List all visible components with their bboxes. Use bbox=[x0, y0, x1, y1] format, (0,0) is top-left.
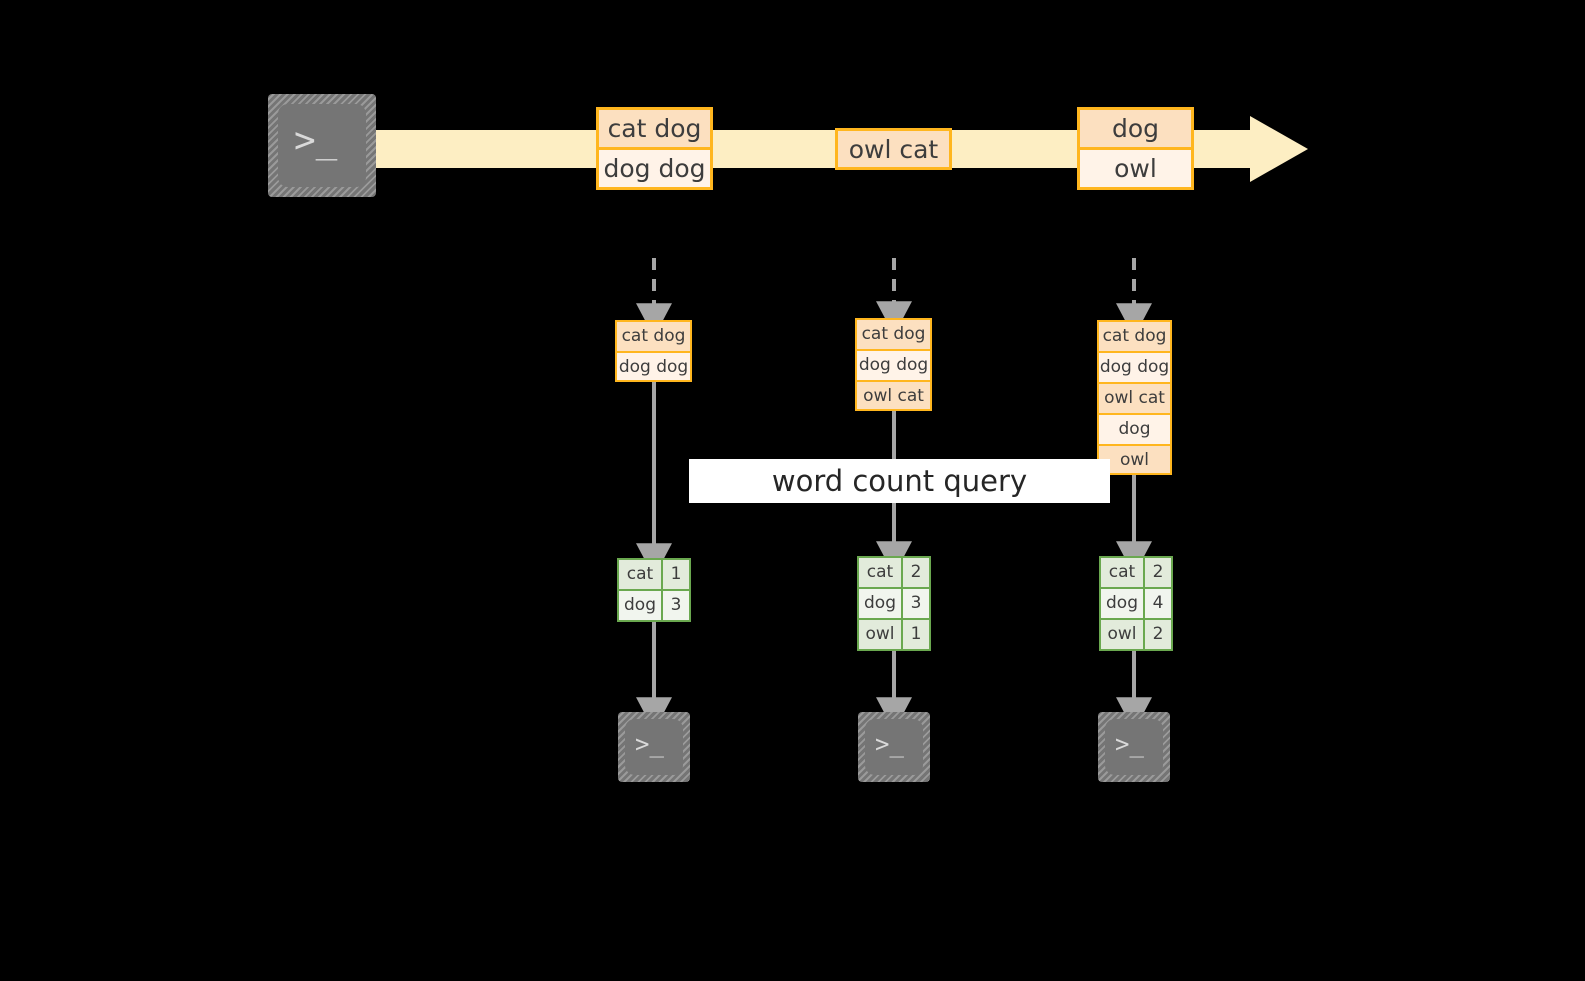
stream-line: owl cat bbox=[838, 131, 949, 167]
input-row: cat dog bbox=[1099, 322, 1170, 353]
count-cell: 2 bbox=[910, 562, 922, 582]
word-cell: dog bbox=[619, 591, 663, 620]
terminal-screen bbox=[278, 104, 366, 187]
input-row: owl cat bbox=[1099, 384, 1170, 415]
input-row: cat dog bbox=[617, 322, 690, 353]
stream-batch-1: cat dog dog dog bbox=[596, 107, 713, 190]
stream-line: dog bbox=[1080, 110, 1191, 150]
word-cell: owl bbox=[1101, 620, 1145, 649]
terminal-prompt-glyph: >_ bbox=[294, 120, 338, 161]
input-table-trigger-2: cat dog dog dog owl cat bbox=[855, 318, 932, 411]
input-row: dog dog bbox=[857, 351, 930, 382]
word-cell: dog bbox=[1101, 589, 1145, 618]
terminal-prompt-glyph: >_ bbox=[1115, 730, 1144, 758]
word-cell: dog bbox=[859, 589, 903, 618]
input-row: dog dog bbox=[1099, 353, 1170, 384]
terminal-prompt-glyph: >_ bbox=[875, 730, 904, 758]
input-row: dog bbox=[1099, 415, 1170, 446]
count-cell: 2 bbox=[1152, 562, 1164, 582]
input-row: owl bbox=[1099, 446, 1170, 473]
input-row: cat dog bbox=[857, 320, 930, 351]
count-cell: 1 bbox=[910, 624, 922, 644]
count-cell: 3 bbox=[670, 595, 682, 615]
terminal-screen bbox=[625, 719, 683, 775]
result-table-trigger-3: cat 2 dog 4 owl 2 bbox=[1099, 556, 1173, 651]
stream-line: dog dog bbox=[599, 150, 710, 187]
stream-arrow-head bbox=[1250, 116, 1308, 182]
table-row: dog 3 bbox=[619, 591, 689, 620]
table-row: cat 2 bbox=[1101, 558, 1171, 589]
sink-terminal-icon-1: >_ bbox=[618, 712, 690, 782]
input-row: dog dog bbox=[617, 353, 690, 380]
result-table-trigger-2: cat 2 dog 3 owl 1 bbox=[857, 556, 931, 651]
stream-batch-2: owl cat bbox=[835, 128, 952, 170]
word-cell: cat bbox=[1101, 558, 1145, 587]
stream-batch-3: dog owl bbox=[1077, 107, 1194, 190]
input-table-trigger-3: cat dog dog dog owl cat dog owl bbox=[1097, 320, 1172, 475]
table-row: owl 1 bbox=[859, 620, 929, 649]
count-cell: 2 bbox=[1152, 624, 1164, 644]
terminal-screen bbox=[1105, 719, 1163, 775]
stream-line: cat dog bbox=[599, 110, 710, 150]
table-row: owl 2 bbox=[1101, 620, 1171, 649]
table-row: cat 1 bbox=[619, 560, 689, 591]
count-cell: 4 bbox=[1152, 593, 1164, 613]
input-row: owl cat bbox=[857, 382, 930, 409]
count-cell: 3 bbox=[910, 593, 922, 613]
result-table-trigger-1: cat 1 dog 3 bbox=[617, 558, 691, 622]
query-label: word count query bbox=[689, 459, 1110, 503]
sink-terminal-icon-2: >_ bbox=[858, 712, 930, 782]
word-cell: cat bbox=[619, 560, 663, 589]
count-cell: 1 bbox=[670, 564, 682, 584]
table-row: dog 4 bbox=[1101, 589, 1171, 620]
word-cell: owl bbox=[859, 620, 903, 649]
sink-terminal-icon-3: >_ bbox=[1098, 712, 1170, 782]
table-row: cat 2 bbox=[859, 558, 929, 589]
source-terminal-icon: >_ bbox=[268, 94, 376, 197]
stream-line: owl bbox=[1080, 150, 1191, 187]
terminal-screen bbox=[865, 719, 923, 775]
table-row: dog 3 bbox=[859, 589, 929, 620]
input-table-trigger-1: cat dog dog dog bbox=[615, 320, 692, 382]
terminal-prompt-glyph: >_ bbox=[635, 730, 664, 758]
word-cell: cat bbox=[859, 558, 903, 587]
